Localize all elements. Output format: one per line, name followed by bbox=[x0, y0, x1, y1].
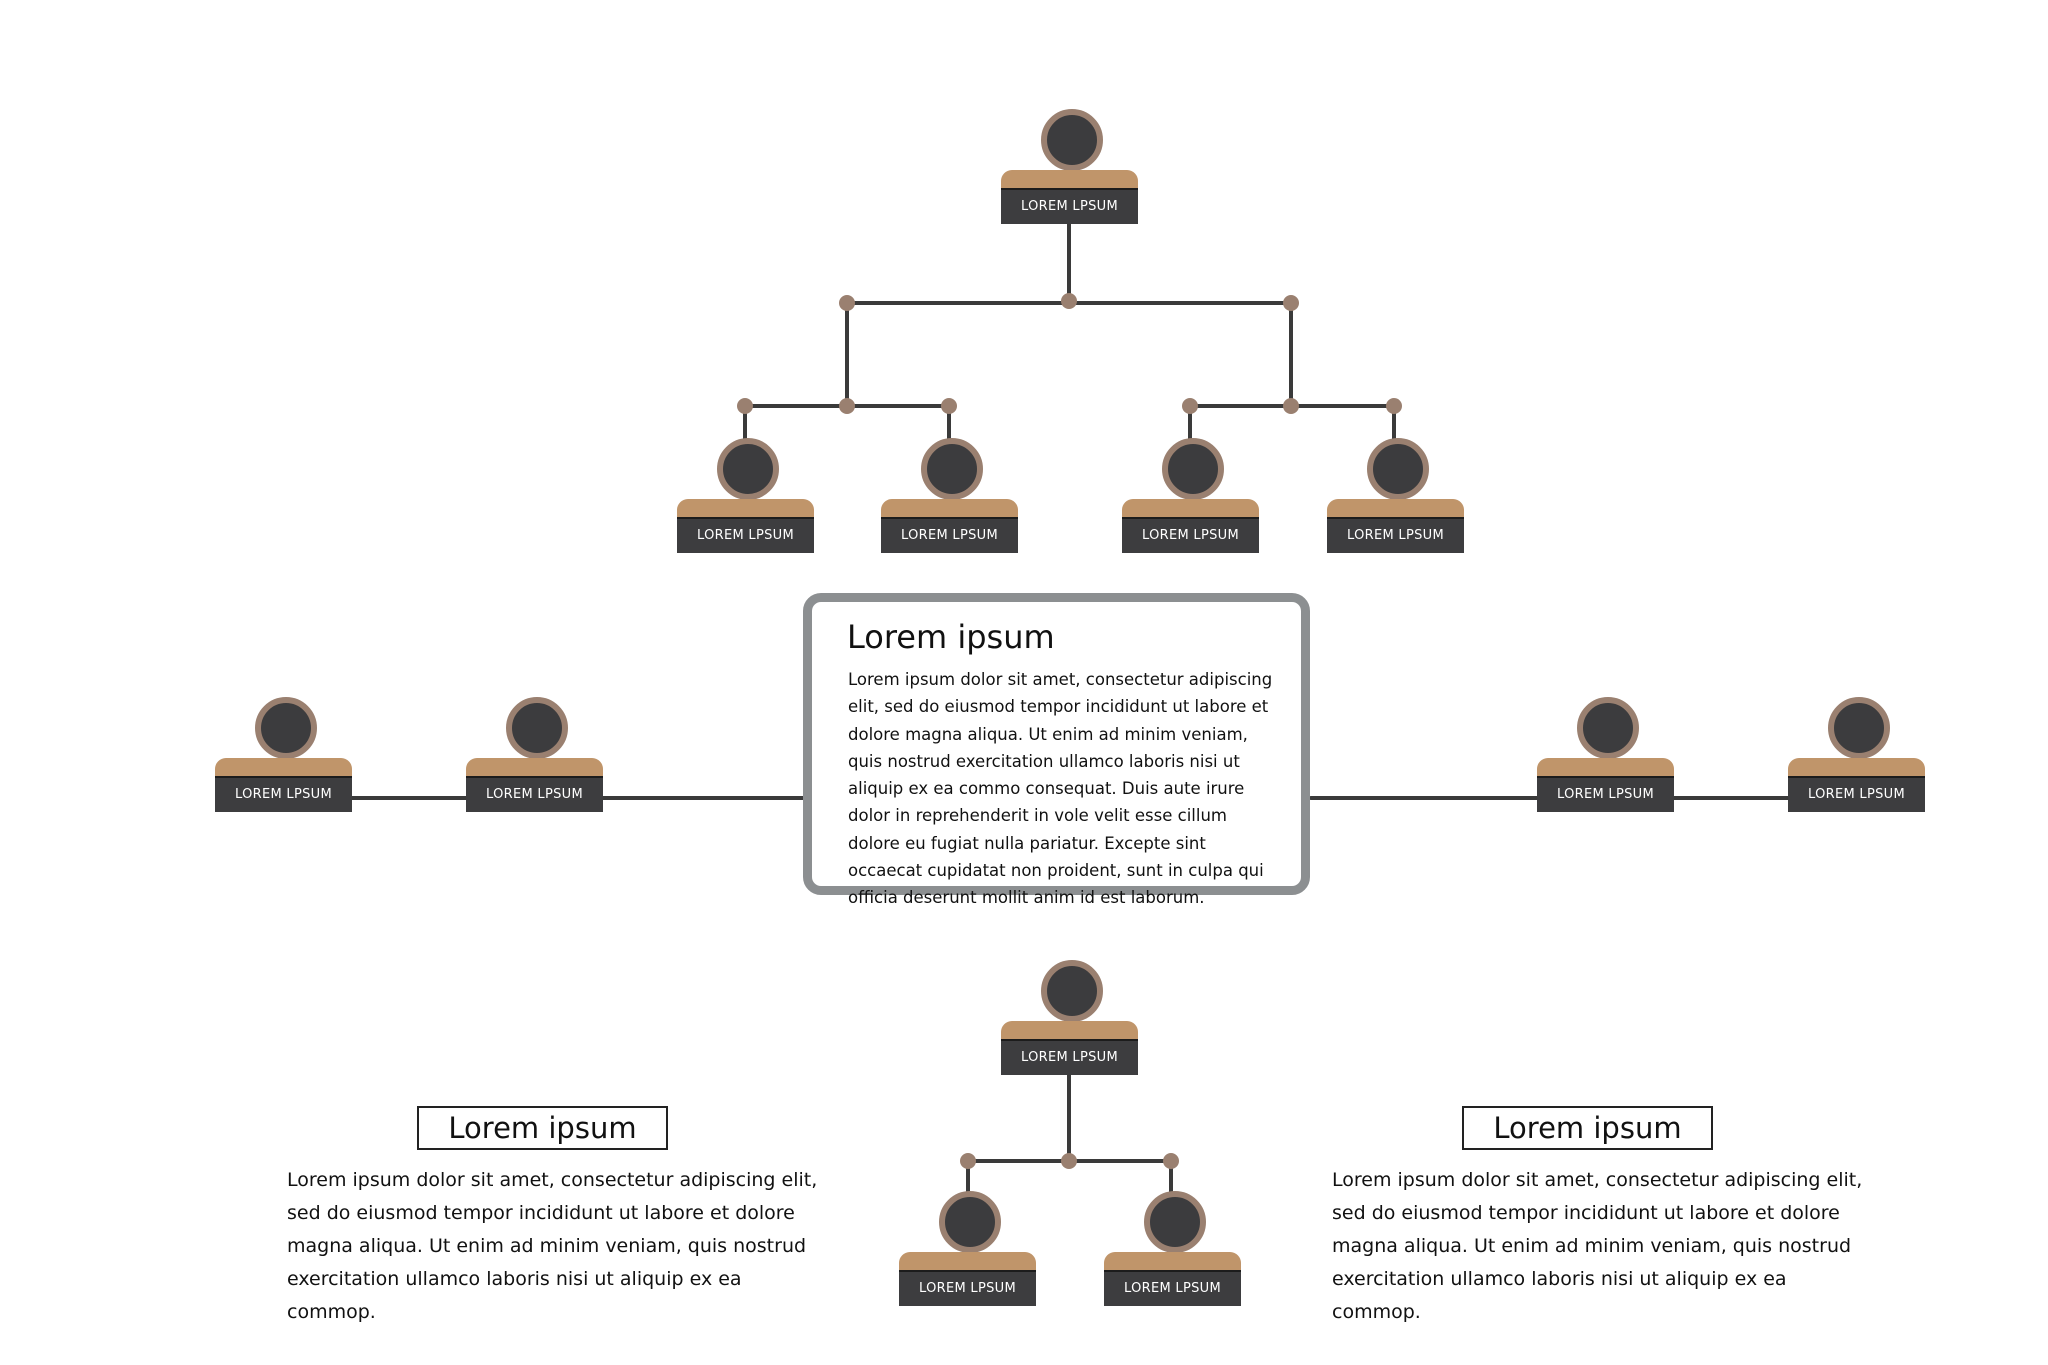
person-name-plate: LOREM LPSUM bbox=[1104, 1270, 1241, 1306]
person-shoulders-icon bbox=[1001, 1021, 1138, 1041]
person-name-plate: LOREM LPSUM bbox=[1537, 776, 1674, 812]
person-head-icon bbox=[717, 438, 779, 500]
center-text-box: Lorem ipsum Lorem ipsum dolor sit amet, … bbox=[803, 593, 1310, 907]
person-shoulders-icon bbox=[1788, 758, 1925, 778]
person-head-icon bbox=[1577, 697, 1639, 759]
person-head-icon bbox=[939, 1191, 1001, 1253]
person-name-plate: LOREM LPSUM bbox=[1788, 776, 1925, 812]
person-name-plate: LOREM LPSUM bbox=[1001, 188, 1138, 224]
person-name-plate: LOREM LPSUM bbox=[881, 517, 1018, 553]
person-shoulders-icon bbox=[466, 758, 603, 778]
junction-dot bbox=[1386, 398, 1402, 414]
center-box-body: Lorem ipsum dolor sit amet, consectetur … bbox=[848, 670, 1273, 908]
right-block-title: Lorem ipsum bbox=[1462, 1106, 1713, 1150]
right-block-body: Lorem ipsum dolor sit amet, consectetur … bbox=[1332, 1169, 1863, 1323]
person-node-left-outer: LOREM LPSUM bbox=[215, 697, 352, 812]
junction-dots bbox=[737, 293, 1402, 1169]
left-block-title: Lorem ipsum bbox=[417, 1106, 668, 1150]
junction-dot bbox=[1283, 295, 1299, 311]
person-head-icon bbox=[1162, 438, 1224, 500]
person-head-icon bbox=[1041, 960, 1103, 1022]
person-shoulders-icon bbox=[677, 499, 814, 519]
junction-dot bbox=[839, 295, 855, 311]
junction-dot bbox=[1163, 1153, 1179, 1169]
person-shoulders-icon bbox=[215, 758, 352, 778]
person-name-plate: LOREM LPSUM bbox=[1122, 517, 1259, 553]
person-shoulders-icon bbox=[1122, 499, 1259, 519]
person-shoulders-icon bbox=[1327, 499, 1464, 519]
junction-dot bbox=[941, 398, 957, 414]
person-head-icon bbox=[1367, 438, 1429, 500]
person-node-top-child-4: LOREM LPSUM bbox=[1327, 438, 1464, 553]
person-shoulders-icon bbox=[1104, 1252, 1241, 1272]
left-block-body: Lorem ipsum dolor sit amet, consectetur … bbox=[287, 1169, 818, 1323]
junction-dot bbox=[960, 1153, 976, 1169]
person-name-plate: LOREM LPSUM bbox=[466, 776, 603, 812]
person-name-plate: LOREM LPSUM bbox=[677, 517, 814, 553]
person-node-right-outer: LOREM LPSUM bbox=[1788, 697, 1925, 812]
person-node-right-inner: LOREM LPSUM bbox=[1537, 697, 1674, 812]
center-box-title: Lorem ipsum bbox=[847, 618, 1055, 656]
person-node-top-child-1: LOREM LPSUM bbox=[677, 438, 814, 553]
person-name-plate: LOREM LPSUM bbox=[215, 776, 352, 812]
person-node-top-root: LOREM LPSUM bbox=[1001, 109, 1138, 224]
person-head-icon bbox=[921, 438, 983, 500]
person-node-bottom-child-2: LOREM LPSUM bbox=[1104, 1191, 1241, 1306]
person-shoulders-icon bbox=[1001, 170, 1138, 190]
junction-dot bbox=[1061, 293, 1077, 309]
person-name-plate: LOREM LPSUM bbox=[899, 1270, 1036, 1306]
junction-dot bbox=[1283, 398, 1299, 414]
person-node-bottom-child-1: LOREM LPSUM bbox=[899, 1191, 1036, 1306]
person-node-top-child-3: LOREM LPSUM bbox=[1122, 438, 1259, 553]
person-head-icon bbox=[506, 697, 568, 759]
junction-dot bbox=[1061, 1153, 1077, 1169]
person-node-top-child-2: LOREM LPSUM bbox=[881, 438, 1018, 553]
junction-dot bbox=[839, 398, 855, 414]
person-head-icon bbox=[1828, 697, 1890, 759]
person-node-bottom-root: LOREM LPSUM bbox=[1001, 960, 1138, 1075]
person-name-plate: LOREM LPSUM bbox=[1001, 1039, 1138, 1075]
person-node-left-inner: LOREM LPSUM bbox=[466, 697, 603, 812]
person-head-icon bbox=[1144, 1191, 1206, 1253]
person-head-icon bbox=[1041, 109, 1103, 171]
person-name-plate: LOREM LPSUM bbox=[1327, 517, 1464, 553]
person-shoulders-icon bbox=[881, 499, 1018, 519]
junction-dot bbox=[737, 398, 753, 414]
person-shoulders-icon bbox=[899, 1252, 1036, 1272]
person-shoulders-icon bbox=[1537, 758, 1674, 778]
junction-dot bbox=[1182, 398, 1198, 414]
person-head-icon bbox=[255, 697, 317, 759]
